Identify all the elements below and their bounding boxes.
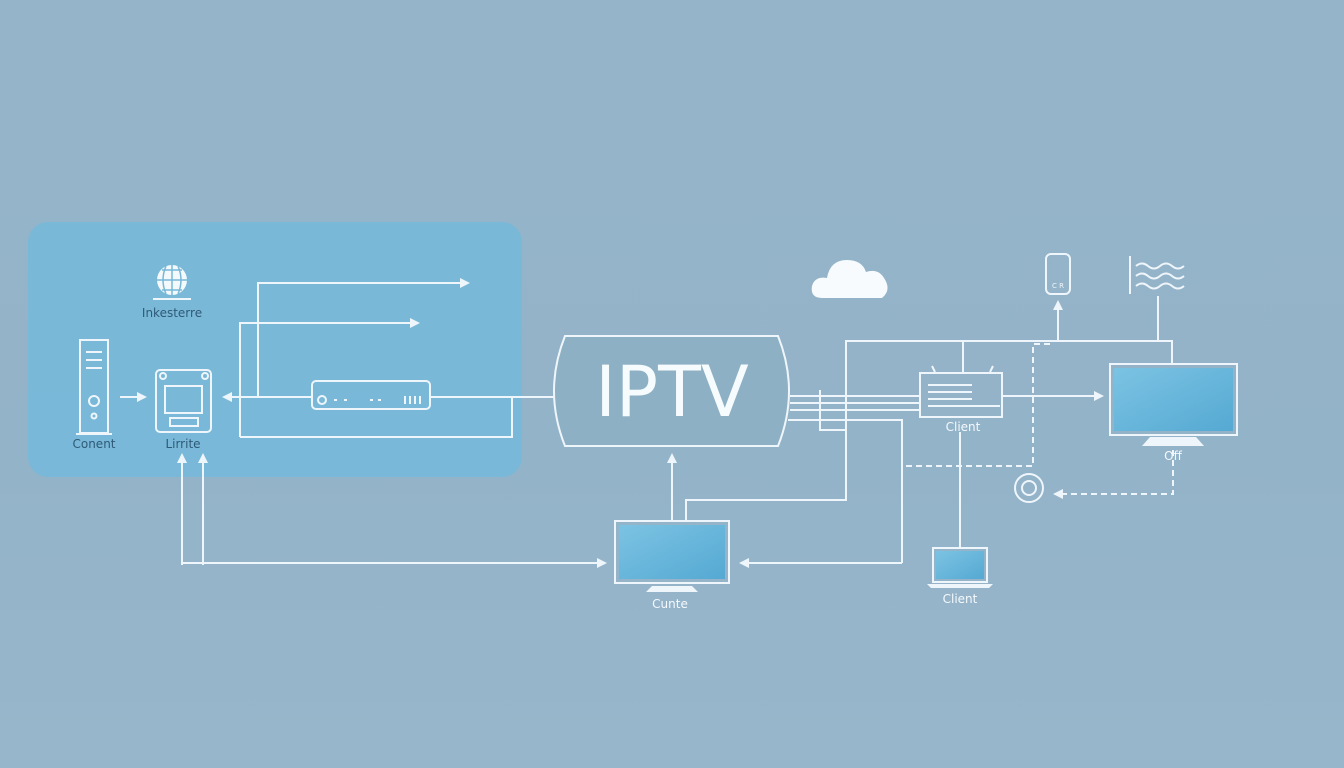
laptop-icon bbox=[927, 547, 993, 588]
globe-icon bbox=[153, 265, 191, 300]
signal-wave-icon bbox=[1129, 256, 1185, 294]
client-laptop-label: Client bbox=[943, 592, 978, 606]
monitor-icon bbox=[614, 520, 730, 592]
internet-label: Inkesterre bbox=[142, 306, 202, 320]
headend-panel bbox=[28, 222, 522, 477]
small-device-icon: C R bbox=[1045, 253, 1071, 295]
client-top-label: Client bbox=[946, 420, 981, 434]
tv-bottom-label: Cunte bbox=[652, 597, 688, 611]
content-label: Conent bbox=[72, 437, 115, 451]
svg-text:C R: C R bbox=[1052, 282, 1064, 290]
tv-icon bbox=[1109, 363, 1238, 446]
client-device-icon bbox=[919, 365, 1003, 418]
tv-right-label: Off bbox=[1164, 449, 1182, 463]
iptv-hub bbox=[553, 335, 790, 447]
server-icon bbox=[76, 339, 112, 435]
disc-icon[interactable] bbox=[1014, 473, 1044, 503]
encoder-device-icon bbox=[155, 369, 212, 433]
cloud-icon bbox=[811, 260, 888, 298]
set-top-box-icon bbox=[311, 380, 431, 410]
device-label: Lirrite bbox=[165, 437, 200, 451]
iptv-title: IPTV bbox=[595, 351, 749, 433]
